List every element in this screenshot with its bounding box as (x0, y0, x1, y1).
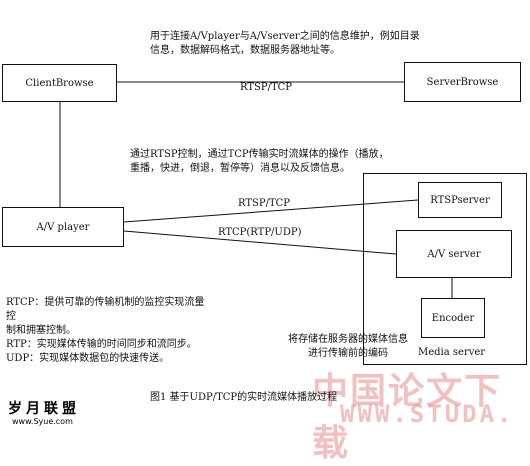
client-browse-node: ClientBrowse (2, 64, 117, 102)
av-server-label: A/V server (427, 248, 481, 260)
connector-lines (59, 81, 453, 298)
encoder-node: Encoder (421, 298, 485, 338)
server-browse-label: ServerBrowse (426, 76, 499, 88)
mid-note: 通过RTSP控制，通过TCP传输实时流媒体的操作（播放， 重播，快进，倒退，暂停… (130, 149, 389, 174)
rtsp-connector (123, 199, 419, 223)
watermark-english: WWW.STUDA. (340, 400, 515, 428)
server-note: 将存储在服务器的媒体信息 进行传输前的编码 (288, 334, 408, 359)
rtcp-link-label: RTCP(RTP/UDP) (218, 227, 302, 238)
rtcp-connector (123, 230, 397, 255)
encoder-label: Encoder (431, 312, 475, 324)
av-player-node: A/V player (2, 207, 124, 247)
browse-link-label: RTSP/TCP (240, 82, 293, 93)
av-server-node: A/V server (396, 230, 512, 278)
rtsp-server-node: RTSPserver (418, 182, 502, 218)
figure-caption: 图1 基于UDP/TCP的实时流媒体播放过程 (150, 392, 338, 403)
top-note: 用于连接A/Vplayer与A/Vserver之间的信息维护，例如目录 信息，数… (150, 31, 420, 56)
av-player-label: A/V player (36, 221, 90, 233)
corner-logo-cn: 岁月联盟 (8, 401, 80, 417)
rtsp-server-label: RTSPserver (430, 194, 490, 206)
media-server-container (363, 173, 527, 365)
protocol-legend-note: RTCP：提供可靠的传输机制的监控实现流量控 制和拥塞控制。 RTP：实现媒体传… (6, 297, 205, 364)
corner-logo-url: www.Syue.com (12, 417, 73, 426)
rtsp-link-label: RTSP/TCP (238, 198, 291, 209)
media-server-label: Media server (418, 347, 486, 358)
client-browse-label: ClientBrowse (25, 77, 94, 89)
server-browse-node: ServerBrowse (404, 62, 521, 102)
